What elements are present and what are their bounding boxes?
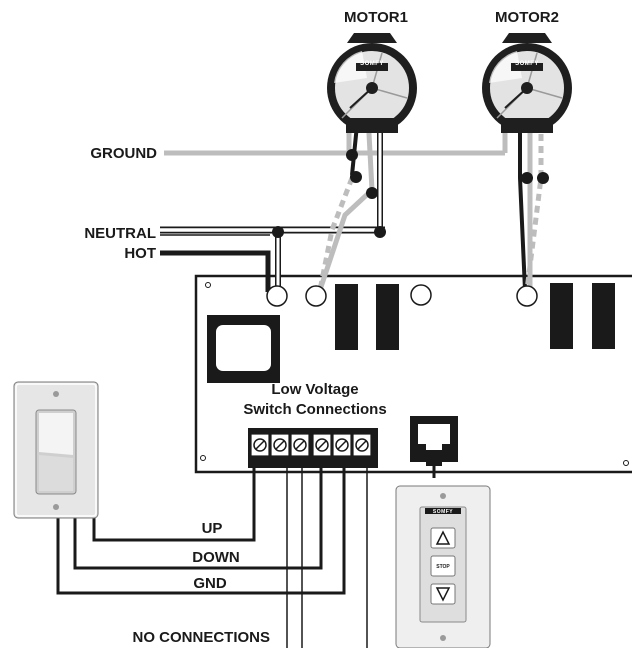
- keypad-stop-label: STOP: [436, 564, 450, 570]
- hot-label: HOT: [124, 245, 156, 262]
- motor1-brand: SOMFY: [360, 61, 384, 67]
- hot-wire: [160, 250, 271, 292]
- rj-jack: [410, 416, 458, 478]
- transformer: [207, 315, 280, 383]
- motor1-wires: [317, 110, 383, 291]
- motor2-brand: SOMFY: [515, 61, 539, 67]
- motor2: [482, 33, 572, 133]
- up-label: UP: [202, 520, 223, 537]
- motor2-wires: [502, 110, 544, 291]
- relay-block: [335, 283, 615, 350]
- motor2-label: MOTOR2: [495, 9, 559, 26]
- terminal-title-line1: Low Voltage: [271, 381, 358, 398]
- low-voltage-wires: [56, 460, 368, 648]
- gnd-label: GND: [193, 575, 227, 592]
- keypad-stop-button[interactable]: [430, 555, 456, 577]
- up-arrow-icon: [435, 530, 451, 545]
- motor1: [327, 33, 417, 133]
- neutral-label: NEUTRAL: [84, 225, 156, 242]
- motor1-label: MOTOR1: [344, 9, 408, 26]
- wall-keypad: [395, 485, 491, 648]
- terminal-title-line2: Switch Connections: [243, 401, 386, 418]
- down-arrow-icon: [435, 587, 451, 602]
- down-label: DOWN: [192, 549, 240, 566]
- keypad-brand: SOMFY: [433, 509, 453, 515]
- ground-label: GROUND: [90, 145, 157, 162]
- terminal-block: [248, 428, 378, 468]
- control-board: [194, 274, 632, 474]
- no-connections-label: NO CONNECTIONS: [132, 629, 270, 646]
- junction-dots: [272, 149, 549, 238]
- wall-switch: [13, 381, 99, 519]
- line-terminals: [266, 285, 538, 307]
